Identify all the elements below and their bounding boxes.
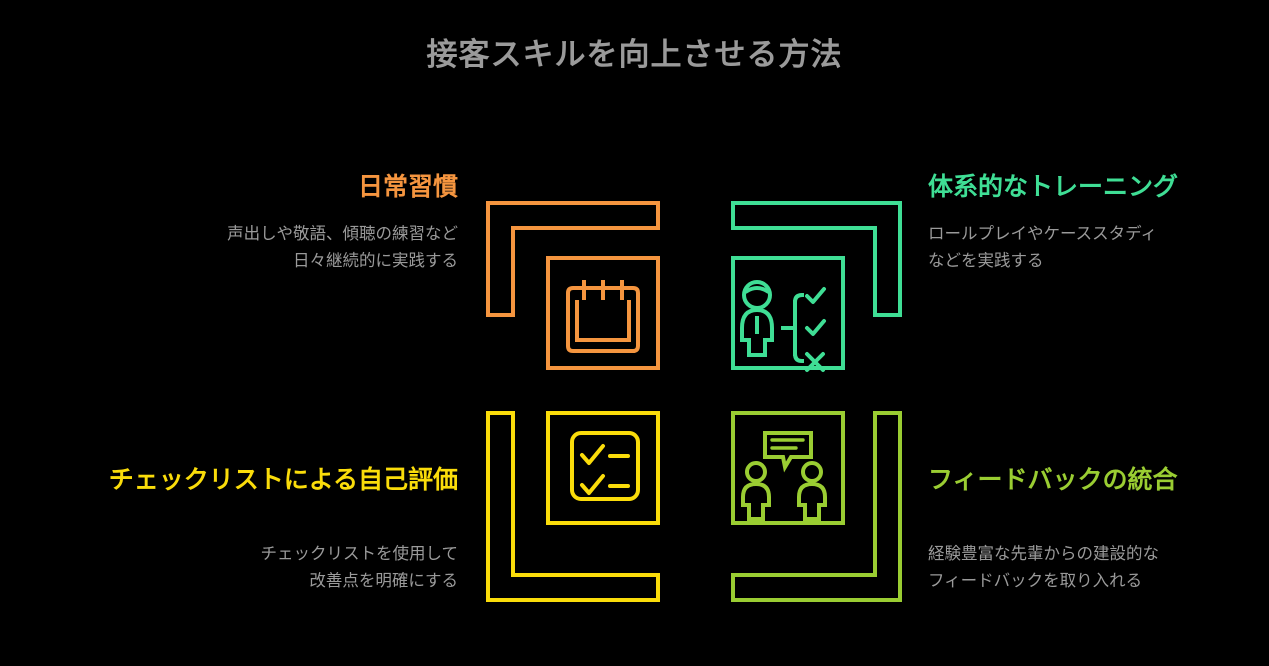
icon-cell-training	[695, 190, 910, 405]
person-head	[801, 461, 823, 483]
description-line: などを実践する	[928, 251, 1044, 270]
bracket-bottom-right	[731, 411, 902, 602]
person-body	[741, 481, 771, 521]
quadrant-description-daily: 声出しや敬語、傾聴の練習など 日々継続的に実践する	[28, 221, 458, 274]
icon-cell-daily	[480, 190, 695, 405]
person-body	[797, 481, 827, 521]
quadrant-text-checklist: チェックリストによる自己評価 チェックリストを使用して 改善点を明確にする	[28, 465, 458, 595]
calendar-inner	[575, 300, 631, 342]
calendar-body	[566, 286, 640, 353]
icon-frame-square	[731, 411, 845, 525]
bracket-top-right	[731, 201, 902, 317]
icon-cell-checklist	[480, 405, 695, 620]
quadrant-text-feedback: フィードバックの統合 経験豊富な先輩からの建設的な フィードバックを取り入れる	[928, 465, 1258, 595]
icon-frame-square	[546, 411, 660, 525]
quadrant-heading-daily: 日常習慣	[357, 173, 458, 201]
description-line: チェックリストを使用して	[260, 545, 458, 564]
page-title: 接客スキルを向上させる方法	[426, 37, 843, 72]
quadrant-text-daily: 日常習慣 声出しや敬語、傾聴の練習など 日々継続的に実践する	[28, 172, 458, 275]
check-icon	[580, 474, 605, 495]
icon-frame-square	[546, 256, 660, 370]
checklist-icon	[486, 411, 660, 602]
quadrant-heading-training: 体系的なトレーニング	[928, 173, 1179, 201]
tree-branches	[792, 292, 805, 364]
check-icon	[805, 287, 826, 304]
person-head	[742, 280, 772, 310]
quadrant-text-training: 体系的なトレーニング ロールプレイやケーススタディ などを実践する	[928, 172, 1258, 275]
description-line: 声出しや敬語、傾聴の練習など	[227, 225, 458, 244]
check-icon	[580, 444, 605, 465]
description-line: ロールプレイやケーススタディ	[928, 225, 1158, 244]
person-decision-tree-icon	[731, 201, 902, 372]
check-icon	[805, 319, 826, 336]
description-line: 改善点を明確にする	[309, 571, 458, 590]
bracket-bottom-left	[486, 411, 660, 602]
close-icon	[805, 352, 825, 372]
calendar-icon	[486, 201, 660, 370]
two-people-speech-bubble-icon	[731, 411, 902, 602]
bracket-top-left	[486, 201, 660, 317]
quadrant-description-feedback: 経験豊富な先輩からの建設的な フィードバックを取り入れる	[928, 541, 1258, 594]
person-body	[740, 307, 774, 357]
person-head-band	[744, 286, 770, 294]
description-line: 日々継続的に実践する	[293, 251, 458, 270]
checklist-card	[570, 431, 640, 501]
quadrant-heading-checklist: チェックリストによる自己評価	[108, 466, 458, 494]
description-line: フィードバックを取り入れる	[928, 571, 1143, 590]
icon-cell-feedback	[695, 405, 910, 620]
person-head	[745, 461, 767, 483]
quadrant-description-checklist: チェックリストを使用して 改善点を明確にする	[28, 541, 458, 594]
speech-bubble	[763, 431, 813, 473]
description-line: 経験豊富な先輩からの建設的な	[928, 545, 1159, 564]
quadrant-description-training: ロールプレイやケーススタディ などを実践する	[928, 221, 1258, 274]
icon-frame-square	[731, 256, 845, 370]
quadrant-heading-feedback: フィードバックの統合	[928, 466, 1178, 494]
